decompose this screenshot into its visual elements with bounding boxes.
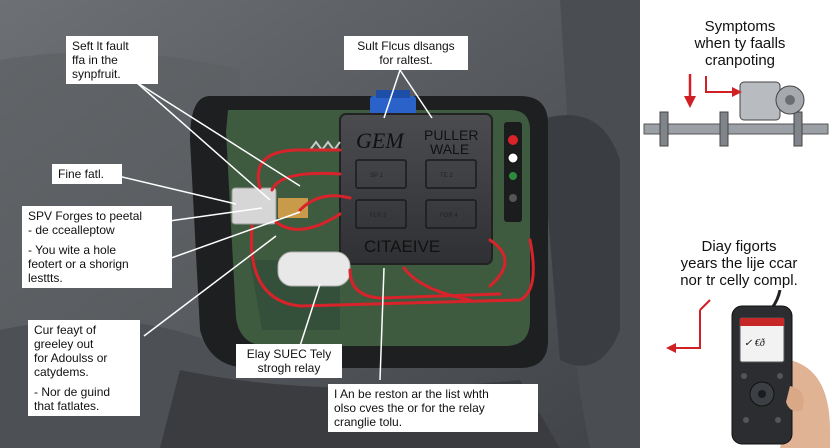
scanner-button-left [741,373,747,379]
module-title-2: WALE [430,141,469,157]
callout-seft-fault: Seft lt fault ffa in the synpfruit. [66,36,158,84]
callout-line: Elay SUEC Tely [242,347,336,361]
callout-line: - You wite a hole [28,243,166,257]
callout-line: Seft lt fault [72,39,152,53]
callout-line: cranglie tolu. [334,415,532,429]
callout-line: strogh relay [242,361,336,375]
callout-cur-feayt: Cur feayt of greeley out for Adoulss or … [28,320,140,416]
callout-line: synpfruit. [72,67,152,81]
relay-label-2: TE 2 [440,173,453,179]
scanner-arrow-tail [700,300,710,310]
scanner-arrow [670,310,700,348]
callout-sult-flcus: Sult Flcus dlsangs for raltest. [344,36,468,70]
flange-left [660,112,668,146]
diagnostics-line: nor tr celly compl. [650,272,828,289]
gray-indicator [509,194,517,202]
scanner-arrow-head [666,343,676,353]
starter-motor [740,82,780,120]
callout-line: Cur feayt of [34,323,134,337]
callout-am-reston: I An be reston ar the list whth olso cve… [328,384,538,432]
module-brand: GEM [356,128,405,153]
callout-line: Fine fatl. [58,167,116,181]
capacitor [278,252,350,286]
red-indicator [508,135,518,145]
diagnostics-line: years the lije ccar [650,255,828,272]
white-connector-block [232,188,276,224]
callout-line: SPV Forges to peetal [28,209,166,223]
symptoms-line: Symptoms [680,18,800,35]
callout-elay-suec: Elay SUEC Tely strogh relay [236,344,342,378]
callout-line: olso cves the or for the relay [334,401,532,415]
motor-hub [785,95,795,105]
module-bottom-text: CITAEIVE [364,237,440,256]
arrow-down-head [684,96,696,108]
callout-line: greeley out [34,337,134,351]
callout-line: - Nor de guind [34,385,134,399]
relay-label-4: FOR 4 [440,213,458,219]
scanner-cable [772,290,780,308]
relay-label-3: FLR 3 [370,213,387,219]
callout-fine-fail: Fine fatl. [52,164,122,184]
callout-line: - de ccealleptow [28,223,166,237]
callout-spv-forges: SPV Forges to peetal - de ccealleptow - … [22,206,172,288]
callout-line: I An be reston ar the list whth [334,387,532,401]
diagnostics-line: Diay figorts [650,238,828,255]
scanner-button-right [777,373,783,379]
flange-mid [720,112,728,146]
symptoms-line: when ty faalls [680,35,800,52]
scanner-button-br [775,417,781,423]
diagnostics-heading: Diay figorts years the lije ccar nor tr … [650,238,828,289]
callout-line: for raltest. [350,53,462,67]
callout-line: lesttts. [28,271,166,285]
flange-right [794,112,802,146]
relay-label-1: SP 1 [370,173,384,179]
callout-line: ffa in the [72,53,152,67]
callout-line: for Adoulss or [34,351,134,365]
scanner-ok-button [758,390,766,398]
white-indicator [508,153,518,163]
callout-line: catydems. [34,365,134,379]
callout-line: Sult Flcus dlsangs [350,39,462,53]
diagnostics-sidebar: Symptoms when ty faalls cranpoting Diay … [640,0,832,448]
green-indicator [509,172,517,180]
scanner-screen-text: ✓ €ð [744,338,765,349]
symptoms-heading: Symptoms when ty faalls cranpoting [680,18,800,69]
drivetrain-diagram [640,66,832,176]
scanner-button-bl [743,417,749,423]
scanner-screen-header [740,318,784,326]
callout-line: feotert or a shorign [28,257,166,271]
obd-scanner-illustration: ✓ €ð [640,290,832,448]
callout-line: that fatlates. [34,399,134,413]
